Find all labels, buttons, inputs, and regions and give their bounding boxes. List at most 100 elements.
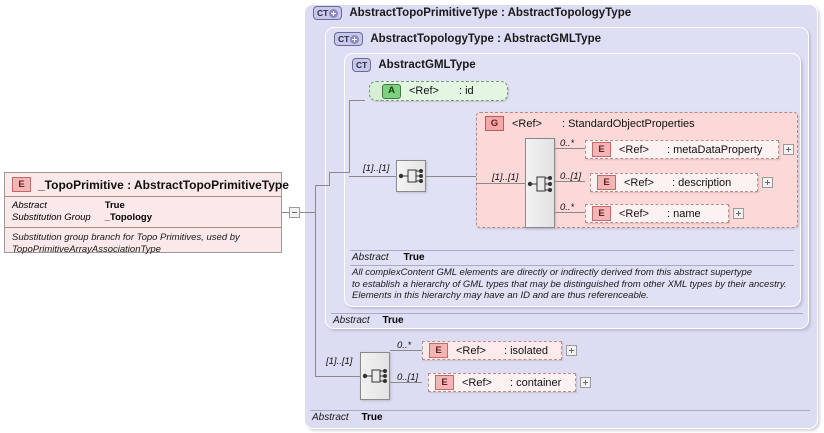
group-ref-label: <Ref>: [512, 117, 542, 130]
panel-title-inner: CT AbstractGMLType: [352, 58, 476, 72]
element-name-label: : metaDataProperty: [666, 143, 763, 156]
connector-branch-gml: [315, 185, 329, 186]
connector-group-child-1: [555, 148, 585, 149]
connector-trunk-vertical: [315, 185, 316, 376]
connector-topology-child-1: [390, 350, 422, 351]
element-ref-description[interactable]: E <Ref> : description: [590, 173, 758, 192]
group-badge-icon: G: [485, 116, 504, 131]
expand-toggle-icon[interactable]: [762, 177, 773, 188]
element-ref-label: <Ref>: [619, 143, 649, 156]
group-sequence-cardinality: [1]..[1]: [492, 172, 519, 183]
child-cardinality-description: 0..[1]: [560, 171, 582, 182]
attribute-ref-label: <Ref>: [409, 85, 439, 97]
connector-topology-child-2: [390, 382, 422, 383]
element-ref-metadataproperty[interactable]: E <Ref> : metaDataProperty: [585, 140, 779, 159]
element-badge-icon: E: [429, 343, 448, 358]
topology-child-cardinality-isolated: 0..*: [397, 340, 412, 351]
sequence-compositor-topology[interactable]: [360, 352, 390, 400]
ct-label: CT: [317, 7, 329, 18]
element-name-label: : isolated: [503, 344, 548, 357]
element-badge-icon: E: [592, 206, 611, 221]
element-ref-isolated[interactable]: E <Ref> : isolated: [422, 341, 562, 360]
connector-into-group-sequence: [476, 183, 525, 184]
element-name-label: : container: [509, 376, 562, 389]
inner-documentation: All complexContent GML elements are dire…: [352, 267, 787, 301]
property-row: Substitution Group _Topology: [12, 212, 152, 224]
middle-abstract-divider: [331, 313, 803, 314]
outer-abstract-row: Abstract True: [312, 412, 383, 423]
collapse-toggle-icon[interactable]: [289, 207, 300, 218]
panel-title-middle-label: AbstractTopologyType : AbstractGMLType: [370, 33, 601, 45]
connector-stub-to-tree: [300, 212, 315, 213]
complex-type-expand-icon[interactable]: CT: [334, 32, 364, 46]
connector-branch-gml-up: [349, 100, 350, 173]
panel-title-outer: CT AbstractTopoPrimitiveType : AbstractT…: [313, 6, 631, 20]
connector-group-child-2: [555, 181, 585, 182]
element-ref-label: <Ref>: [619, 207, 649, 220]
plus-icon: [350, 34, 360, 44]
panel-title-middle: CT AbstractTopologyType : AbstractGMLTyp…: [334, 32, 601, 46]
element-name-label: : name: [666, 207, 701, 220]
element-ref-container[interactable]: E <Ref> : container: [428, 373, 576, 392]
attribute-name-label: : id: [458, 85, 474, 97]
attribute-node-id[interactable]: A <Ref> : id: [369, 81, 508, 101]
panel-title-outer-label: AbstractTopoPrimitiveType : AbstractTopo…: [349, 7, 632, 19]
connector-to-gml-sequence: [349, 176, 396, 177]
inner-doc-divider: [350, 265, 794, 266]
inner-abstract-key: Abstract: [352, 252, 389, 263]
topology-sequence-cardinality: [1]..[1]: [326, 356, 353, 367]
middle-abstract-row: Abstract True: [333, 315, 404, 326]
expand-toggle-icon[interactable]: [580, 377, 591, 388]
property-row: Abstract True: [12, 200, 152, 212]
sequence-icon: [362, 369, 387, 383]
property-value: True: [104, 200, 125, 211]
expand-toggle-icon[interactable]: [566, 345, 577, 356]
complex-type-expand-icon[interactable]: CT: [313, 6, 343, 20]
element-box-topo-primitive[interactable]: E _TopoPrimitive : AbstractTopoPrimitive…: [4, 172, 289, 255]
element-ref-label: <Ref>: [456, 344, 486, 357]
outer-abstract-key: Abstract: [312, 412, 349, 423]
group-name-label: : StandardObjectProperties: [561, 117, 695, 130]
element-name-label: : description: [671, 176, 732, 189]
inner-abstract-value: True: [403, 252, 425, 263]
connector-branch-gml-into-attr: [349, 100, 365, 101]
sequence-icon: [527, 176, 552, 192]
expand-toggle-icon[interactable]: [783, 144, 794, 155]
element-ref-name[interactable]: E <Ref> : name: [585, 204, 729, 223]
element-badge-icon: E: [435, 375, 454, 390]
inner-abstract-divider: [350, 250, 794, 251]
child-cardinality-metadataproperty: 0..*: [560, 138, 575, 149]
ct-label: CT: [338, 33, 350, 44]
element-box-header: E _TopoPrimitive : AbstractTopoPrimitive…: [5, 173, 289, 197]
sequence-compositor-group[interactable]: [525, 138, 555, 228]
outer-abstract-value: True: [361, 412, 383, 423]
inner-abstract-row: Abstract True: [352, 252, 425, 263]
connector-branch-gml-top: [329, 172, 349, 173]
outer-abstract-divider: [310, 410, 810, 411]
element-box-properties: Abstract True Substitution Group _Topolo…: [5, 197, 281, 228]
attribute-flag-shape: [369, 81, 382, 101]
element-ref-label: <Ref>: [462, 376, 492, 389]
property-key: Substitution Group: [12, 212, 91, 223]
element-badge-icon: E: [592, 142, 611, 157]
expand-toggle-icon[interactable]: [733, 208, 744, 219]
connector-branch-topology: [315, 376, 360, 377]
group-header: G <Ref> : StandardObjectProperties: [485, 116, 695, 131]
attribute-badge-icon: A: [382, 83, 401, 99]
property-value: _Topology: [104, 212, 153, 223]
element-badge-icon: E: [12, 177, 31, 192]
property-key: Abstract: [12, 200, 47, 211]
connector-elementbox-to-stub: [282, 212, 289, 213]
middle-abstract-value: True: [382, 315, 404, 326]
plus-icon: [329, 8, 339, 18]
child-cardinality-name: 0..*: [560, 202, 575, 213]
complex-type-icon[interactable]: CT: [352, 58, 372, 72]
ct-label: CT: [356, 59, 368, 70]
topology-child-cardinality-container: 0..[1]: [397, 372, 419, 383]
panel-title-inner-label: AbstractGMLType: [378, 59, 476, 71]
connector-group-child-3: [555, 212, 585, 213]
sequence-compositor-gml[interactable]: [396, 160, 426, 192]
element-ref-label: <Ref>: [624, 176, 654, 189]
middle-abstract-key: Abstract: [333, 315, 370, 326]
element-badge-icon: E: [597, 175, 616, 190]
